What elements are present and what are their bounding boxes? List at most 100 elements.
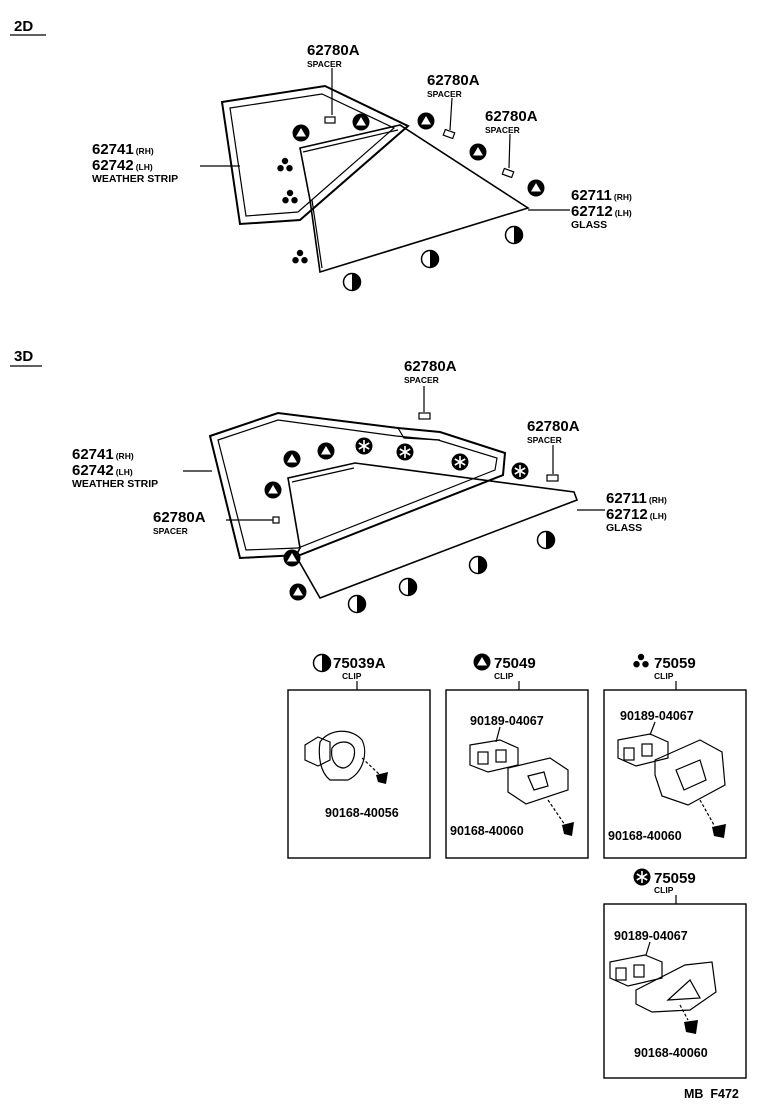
part-number-label: 62780A <box>527 418 580 435</box>
part-number-label: 62711 <box>606 490 647 507</box>
clip-name: CLIP <box>494 671 514 681</box>
spacer-3d-1 <box>418 412 431 420</box>
spacer-3d-3 <box>272 516 280 524</box>
part-name-label: SPACER <box>404 375 439 385</box>
asterisk-clip-icon <box>632 867 652 887</box>
triangle-clip-icon <box>283 549 301 567</box>
clip-detail-box <box>603 903 747 1079</box>
three-dots-clip-icon <box>292 249 308 264</box>
side-suffix-label: (LH) <box>650 511 667 521</box>
part-number-label: 62780A <box>485 108 538 125</box>
part-name-label: GLASS <box>606 522 642 534</box>
triangle-clip-icon <box>283 450 301 468</box>
part-number-label: 62712 <box>571 203 613 220</box>
section-2d: 2D 627 <box>10 18 632 292</box>
triangle-clip-icon <box>417 112 435 130</box>
section-3d: 3D <box>10 348 667 614</box>
triangle-clip-icon <box>352 113 370 131</box>
part-number-label: 62741 <box>92 141 134 158</box>
part-name-label: SPACER <box>153 526 188 536</box>
clip-name: CLIP <box>654 885 674 895</box>
part-number-label: 62711 <box>571 187 612 204</box>
svg-text:62741(RH): 62741(RH) <box>92 141 154 158</box>
weather-strip-3d <box>208 411 507 560</box>
spacer-2d-1 <box>324 116 336 124</box>
part-number-label: 62712 <box>606 506 648 523</box>
svg-text:62711(RH): 62711(RH) <box>606 490 667 507</box>
svg-text:62712(LH): 62712(LH) <box>606 506 667 523</box>
three-dots-clip-icon <box>282 189 298 204</box>
clip-ref-number: 90189-04067 <box>470 714 544 728</box>
half-circle-clip-icon <box>398 577 418 597</box>
side-suffix-label: (LH) <box>136 162 153 172</box>
clip-part-number: 75059 <box>654 870 696 887</box>
triangle-clip-icon <box>317 442 335 460</box>
part-name-label: SPACER <box>527 435 562 445</box>
part-number-label: 62780A <box>153 509 206 526</box>
part-name-label: GLASS <box>571 219 607 231</box>
part-name-label: WEATHER STRIP <box>92 173 178 185</box>
clip-detail-75059-dots: 75059 CLIP 90189-04067 90168-40060 <box>603 653 747 859</box>
clip-ref-number: 90189-04067 <box>620 709 694 723</box>
part-number-label: 62780A <box>427 72 480 89</box>
clip-detail-box <box>603 689 747 859</box>
asterisk-clip-icon <box>354 436 374 456</box>
svg-text:62742(LH): 62742(LH) <box>92 157 153 174</box>
half-circle-clip-icon <box>468 555 488 575</box>
svg-text:62712(LH): 62712(LH) <box>571 203 632 220</box>
glass-2d <box>299 124 530 274</box>
clip-part-number: 75049 <box>494 655 536 672</box>
spacer-2d-2 <box>442 128 456 140</box>
side-suffix-label: (RH) <box>116 451 134 461</box>
glass-3d <box>287 462 579 599</box>
figure-code: MB F472 <box>684 1087 739 1101</box>
clip-ref-number: 90168-40060 <box>608 829 682 843</box>
half-circle-clip-icon <box>536 530 556 550</box>
half-circle-clip-icon <box>420 249 440 269</box>
side-suffix-label: (LH) <box>615 208 632 218</box>
triangle-clip-icon <box>473 653 491 671</box>
spacer-3d-2 <box>546 474 559 482</box>
triangle-clip-icon <box>292 124 310 142</box>
triangle-clip-icon <box>527 179 545 197</box>
triangle-clip-icon <box>469 143 487 161</box>
clip-part-number: 75039A <box>333 655 386 672</box>
part-number-label: 62780A <box>404 358 457 375</box>
svg-text:62711(RH): 62711(RH) <box>571 187 632 204</box>
asterisk-clip-icon <box>395 442 415 462</box>
half-circle-clip-icon <box>504 225 524 245</box>
half-circle-clip-icon <box>347 594 367 614</box>
half-circle-clip-icon <box>312 653 332 673</box>
triangle-clip-icon <box>264 481 282 499</box>
clip-detail-box <box>287 689 431 859</box>
part-number-label: 62780A <box>307 42 360 59</box>
asterisk-clip-icon <box>450 452 470 472</box>
side-suffix-label: (RH) <box>614 192 632 202</box>
side-suffix-label: (LH) <box>116 467 133 477</box>
three-dots-clip-icon <box>633 653 649 668</box>
part-name-label: SPACER <box>485 125 520 135</box>
clip-name: CLIP <box>342 671 362 681</box>
clip-ref-number: 90168-40060 <box>634 1046 708 1060</box>
side-suffix-label: (RH) <box>136 146 154 156</box>
weather-strip-2d <box>220 84 410 226</box>
asterisk-clip-icon <box>510 461 530 481</box>
clip-detail-75049: 75049 CLIP 90189-04067 90168-40060 <box>445 653 589 859</box>
clip-detail-box <box>445 689 589 859</box>
part-number-label: 62742 <box>72 462 114 479</box>
section-label-3d: 3D <box>14 348 33 365</box>
section-label-2d: 2D <box>14 18 33 35</box>
clip-ref-number: 90168-40060 <box>450 824 524 838</box>
spacer-2d-3 <box>501 167 515 179</box>
triangle-clip-icon <box>289 583 307 601</box>
svg-text:62741(RH): 62741(RH) <box>72 446 134 463</box>
clip-name: CLIP <box>654 671 674 681</box>
clip-detail-75039a: 75039A CLIP 90168-40056 <box>287 653 431 859</box>
svg-text:62742(LH): 62742(LH) <box>72 462 133 479</box>
part-number-label: 62742 <box>92 157 134 174</box>
three-dots-clip-icon <box>277 157 293 172</box>
clip-part-number: 75059 <box>654 655 696 672</box>
side-suffix-label: (RH) <box>649 495 667 505</box>
clip-ref-number: 90189-04067 <box>614 929 688 943</box>
